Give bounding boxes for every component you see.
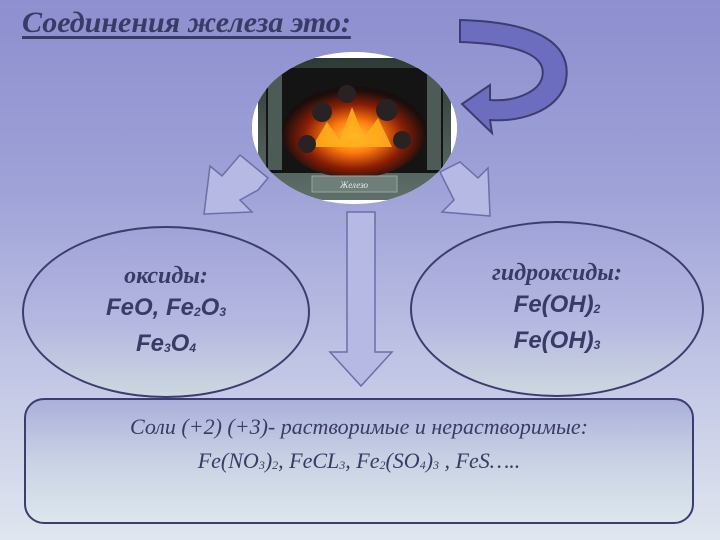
page-title: Соединения железа это: [22, 6, 351, 39]
curved-arrow-icon [459, 18, 568, 136]
arrow-to-oxides-icon [203, 153, 270, 215]
oxides-formula-2: Fe3O4 [135, 330, 197, 357]
hydroxides-ellipse: гидроксиды: Fe(OH)2 Fe(OH)3 [410, 221, 704, 397]
arrow-to-hydroxides-icon [438, 161, 491, 217]
salts-box: Соли (+2) (+3)- растворимые и нераствори… [24, 398, 694, 524]
oxides-ellipse: оксиды: FeO, Fe2O3 Fe3O4 [22, 226, 310, 398]
salts-formulas: Fe(NO3)2, FeCL3, Fe2(SO4)3 , FeS….. [197, 448, 521, 473]
hydroxides-heading: гидроксиды: [492, 260, 622, 286]
image-caption: Железо [339, 180, 368, 190]
salts-heading: Соли (+2) (+3)- растворимые и нераствори… [130, 414, 588, 439]
hydroxides-formula-2: Fe(OH)3 [513, 327, 601, 354]
oxides-heading: оксиды: [124, 263, 208, 289]
arrow-to-salts-icon [328, 211, 394, 388]
iron-fire-image: Железо [252, 52, 457, 204]
oxides-formula-1: FeO, Fe2O3 [105, 294, 227, 321]
hydroxides-formula-1: Fe(OH)2 [513, 291, 601, 318]
